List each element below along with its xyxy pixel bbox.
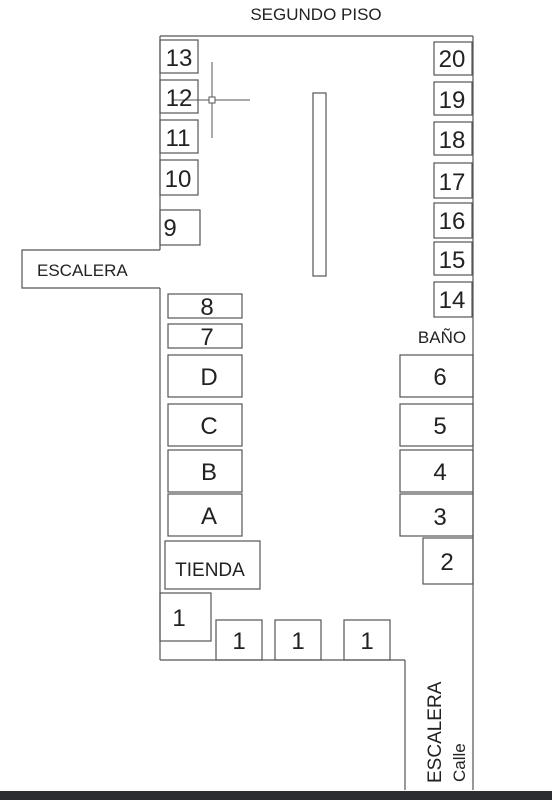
room-13-label: 13 xyxy=(166,45,193,72)
right-rooms xyxy=(433,41,473,318)
bottom-unit-b xyxy=(274,619,322,661)
bottom-unit-c-label: 1 xyxy=(360,628,373,655)
unit-8-label: 8 xyxy=(200,294,213,321)
room-10-label: 10 xyxy=(165,166,192,193)
center-units xyxy=(167,293,243,537)
room-17-label: 17 xyxy=(439,169,466,196)
escalera-left-label: ESCALERA xyxy=(37,261,128,280)
room-20 xyxy=(433,41,473,76)
unit-8 xyxy=(167,293,243,319)
calle-label: Calle xyxy=(450,743,469,782)
tienda-label: TIENDA xyxy=(175,560,245,581)
room-16-label: 16 xyxy=(439,208,466,235)
unit-C-label: C xyxy=(200,413,217,440)
unit-2-label: 2 xyxy=(440,549,453,576)
floor-title: SEGUNDO PISO xyxy=(250,5,381,24)
bottom-unit-a xyxy=(215,619,263,661)
room-18-label: 18 xyxy=(439,127,466,154)
room-15-label: 15 xyxy=(439,247,466,274)
room-17 xyxy=(433,162,473,199)
corner-unit-1-label: 1 xyxy=(172,605,185,632)
bottom-unit-a-label: 1 xyxy=(232,628,245,655)
unit-4 xyxy=(399,449,474,493)
right-units xyxy=(399,354,474,585)
bottom-unit-c xyxy=(343,619,391,661)
bottom-units xyxy=(215,619,391,661)
unit-B-label: B xyxy=(201,459,217,486)
unit-3 xyxy=(399,493,474,537)
room-10 xyxy=(159,159,199,196)
unit-7-label: 7 xyxy=(200,324,213,351)
room-13 xyxy=(159,39,199,74)
unit-D xyxy=(167,354,243,398)
room-16 xyxy=(433,202,473,239)
room-12 xyxy=(159,79,199,114)
room-19-label: 19 xyxy=(439,87,466,114)
room-18 xyxy=(433,121,473,156)
unit-C xyxy=(167,403,243,447)
room-9 xyxy=(159,209,201,246)
unit-6 xyxy=(399,354,474,398)
escalera-bottom-label: ESCALERA xyxy=(425,681,446,783)
room-14-label: 14 xyxy=(439,287,466,314)
room-12-label: 12 xyxy=(166,85,193,112)
room-19 xyxy=(433,81,473,116)
unit-2 xyxy=(422,537,474,585)
unit-5 xyxy=(399,403,474,447)
unit-6-label: 6 xyxy=(433,364,446,391)
central-divider xyxy=(312,92,327,277)
corner-unit-1 xyxy=(159,592,212,642)
bano-label: BAÑO xyxy=(418,328,466,347)
room-20-label: 20 xyxy=(439,46,466,73)
room-14 xyxy=(433,281,473,318)
left-rooms xyxy=(159,39,201,246)
room-11 xyxy=(159,119,199,154)
bottom-bar xyxy=(0,791,552,800)
unit-A xyxy=(167,493,243,537)
room-11-label: 11 xyxy=(166,125,191,152)
crosshair-cursor-icon xyxy=(172,62,250,138)
unit-A-label: A xyxy=(201,503,217,530)
building-outline xyxy=(21,35,474,790)
room-9-label: 9 xyxy=(163,215,176,242)
tienda-box xyxy=(164,540,261,590)
unit-7 xyxy=(167,323,243,349)
unit-D-label: D xyxy=(200,364,217,391)
unit-B xyxy=(167,449,243,493)
room-15 xyxy=(433,241,473,276)
unit-5-label: 5 xyxy=(433,413,446,440)
unit-4-label: 4 xyxy=(433,459,446,486)
unit-3-label: 3 xyxy=(433,504,446,531)
bottom-unit-b-label: 1 xyxy=(291,628,304,655)
